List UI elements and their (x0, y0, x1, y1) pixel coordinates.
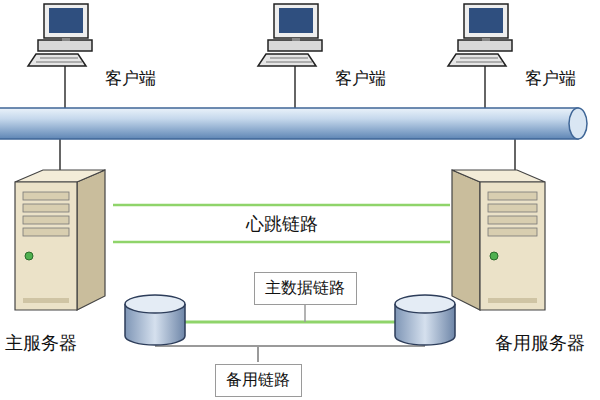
network-bus (0, 108, 587, 139)
server-drop-lines (60, 138, 515, 182)
link-label: 备用链路 (216, 365, 300, 394)
link-line (113, 204, 450, 207)
client-label: 客户端 (105, 68, 156, 88)
computer-icon (250, 2, 350, 72)
client-label: 客户端 (525, 68, 576, 88)
main-data-link-line (185, 321, 395, 324)
client-computer: 客户端 (440, 2, 590, 97)
client-drop-lines (65, 62, 485, 110)
backup-link-line (155, 346, 425, 362)
server-tower (5, 160, 113, 320)
disk-cylinder (395, 295, 455, 345)
client-computer: 客户端 (250, 2, 400, 97)
server-label: 备用服务器 (495, 332, 585, 354)
disk-cylinder (125, 295, 185, 345)
server-label: 主服务器 (5, 332, 77, 354)
server-tower (450, 160, 560, 320)
link-label: 主数据链路 (255, 273, 355, 302)
client-computer: 客户端 (20, 2, 170, 97)
link-line (113, 241, 450, 244)
computer-icon (20, 2, 120, 72)
link-label-box: 备用链路 (215, 364, 302, 397)
server-node: 备用服务器 (450, 160, 595, 360)
server-node: 主服务器 (5, 160, 113, 360)
computer-icon (440, 2, 540, 72)
edge-label: 心跳链路 (240, 213, 324, 235)
heartbeat-link (113, 205, 450, 242)
client-label: 客户端 (335, 68, 386, 88)
main-data-leader (304, 305, 306, 322)
link-label-box: 主数据链路 (254, 272, 357, 305)
